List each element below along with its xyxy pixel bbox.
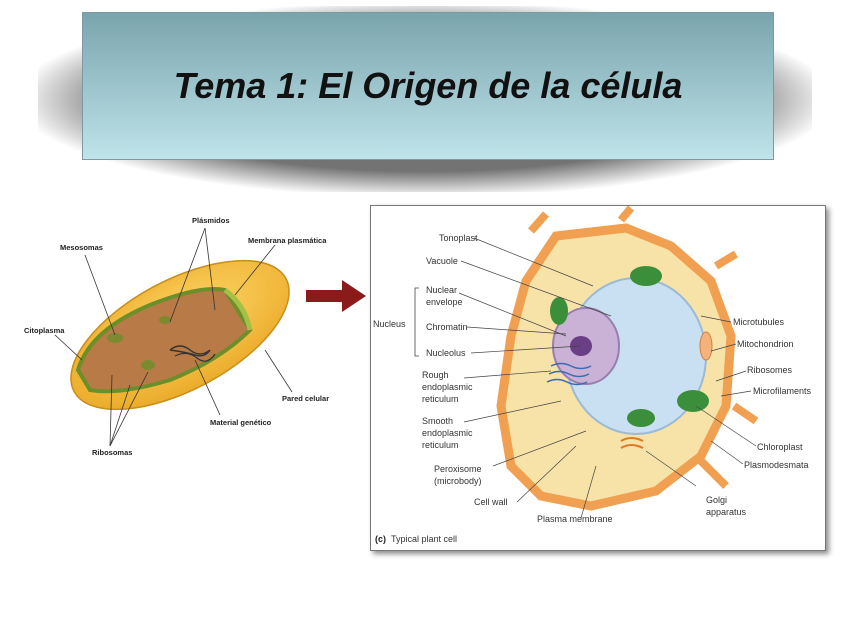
label-mesosomes: Mesosomas — [60, 243, 103, 252]
label-plasmodesmata: Plasmodesmata — [744, 460, 809, 470]
label-rough-er-2: endoplasmic — [422, 382, 473, 392]
title-banner: Tema 1: El Origen de la célula — [82, 12, 774, 160]
label-nucleus: Nucleus — [373, 319, 406, 329]
label-peroxisome-1: Peroxisome — [434, 464, 482, 474]
label-smooth-er-3: reticulum — [422, 440, 459, 450]
label-plasmids: Plásmidos — [192, 216, 230, 225]
label-smooth-er-2: endoplasmic — [422, 428, 473, 438]
plant-leader-lines — [458, 237, 757, 519]
label-genetic-material: Material genético — [210, 418, 272, 427]
label-cell-wall: Pared celular — [282, 394, 329, 403]
caption-letter: (c) — [375, 534, 386, 544]
label-rough-er-1: Rough — [422, 370, 449, 380]
label-ribosomes: Ribosomes — [747, 365, 793, 375]
label-plasma-membrane: Plasma membrane — [537, 514, 613, 524]
label-ribosomes: Ribosomas — [92, 448, 132, 457]
label-rough-er-3: reticulum — [422, 394, 459, 404]
label-nucleolus: Nucleolus — [426, 348, 466, 358]
plant-caption: Typical plant cell — [391, 534, 457, 544]
label-cytoplasm: Citoplasma — [24, 326, 65, 335]
plant-cell-body — [496, 205, 759, 511]
label-cell-wall: Cell wall — [474, 497, 508, 507]
label-peroxisome-2: (microbody) — [434, 476, 482, 486]
label-mitochondrion: Mitochondrion — [737, 339, 794, 349]
bacteria-diagram: Plásmidos Mesosomas Membrana plasmática … — [24, 216, 329, 457]
arrow-right-icon — [306, 280, 366, 312]
label-smooth-er-1: Smooth — [422, 416, 453, 426]
label-vacuole: Vacuole — [426, 256, 458, 266]
label-membrane: Membrana plasmática — [248, 236, 327, 245]
label-golgi-2: apparatus — [706, 507, 747, 517]
label-chromatin: Chromatin — [426, 322, 468, 332]
label-golgi-1: Golgi — [706, 495, 727, 505]
page-title: Tema 1: El Origen de la célula — [173, 65, 683, 106]
label-nuclear-envelope-1: Nuclear — [426, 285, 457, 295]
label-microfilaments: Microfilaments — [753, 386, 812, 396]
label-microtubules: Microtubules — [733, 317, 785, 327]
label-nuclear-envelope-2: envelope — [426, 297, 463, 307]
plant-cell-diagram: Tonoplast Vacuole Nuclear envelope Nucle… — [373, 205, 812, 544]
plant-cell-figure: Tonoplast Vacuole Nuclear envelope Nucle… — [370, 205, 826, 551]
label-chloroplast: Chloroplast — [757, 442, 803, 452]
label-tonoplast: Tonoplast — [439, 233, 478, 243]
bacteria-leader-lines — [54, 227, 293, 447]
